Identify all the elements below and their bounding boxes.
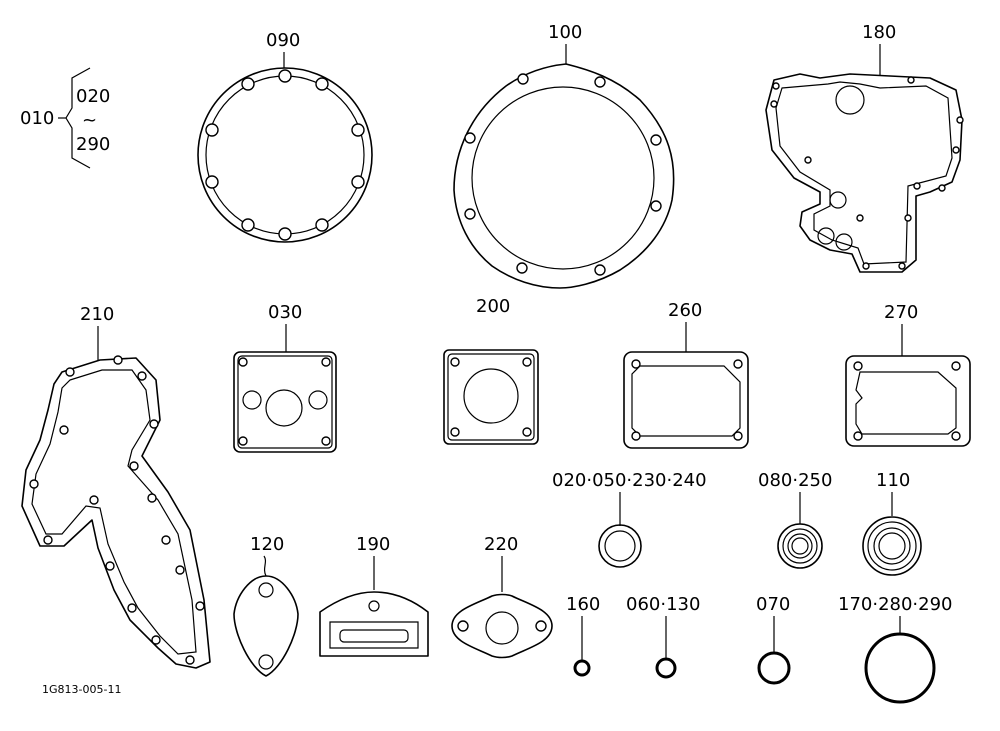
part-070-oring: 070 <box>756 594 791 685</box>
label-260: 260 <box>668 300 702 321</box>
part-110-seal: 110 <box>862 470 922 576</box>
label-220: 220 <box>484 534 518 555</box>
part-270-gasket: 270 <box>845 302 971 447</box>
part-120-gasket: 120 <box>233 534 299 677</box>
part-190-gasket: 190 <box>319 534 429 657</box>
part-160-oring: 160 <box>566 594 600 677</box>
drawing-reference-number: 1G813-005-11 <box>42 683 121 696</box>
part-060-130-oring: 060·130 <box>626 594 700 679</box>
part-100-bolt-holes <box>464 73 662 276</box>
label-020: 020 <box>76 86 110 107</box>
part-200-gasket: 200 <box>443 296 539 445</box>
part-020-050-230-240-washer: 020·050·230·240 <box>552 470 707 568</box>
part-180-bolt-holes <box>770 76 964 270</box>
label-270: 270 <box>884 302 918 323</box>
label-210: 210 <box>80 304 114 325</box>
part-220-gasket: 220 <box>451 534 553 659</box>
label-180: 180 <box>862 22 896 43</box>
part-180-gasket: 180 <box>765 22 964 273</box>
label-200: 200 <box>476 296 510 317</box>
part-range-bracket-010: 010 020 ~ 290 <box>20 67 110 169</box>
part-260-gasket: 260 <box>623 300 749 449</box>
label-060-130: 060·130 <box>626 594 700 615</box>
label-030: 030 <box>268 302 302 323</box>
label-090: 090 <box>266 30 300 51</box>
label-110: 110 <box>876 470 910 491</box>
label-070: 070 <box>756 594 790 615</box>
part-210-bolt-holes <box>29 355 205 665</box>
label-290: 290 <box>76 134 110 155</box>
label-160: 160 <box>566 594 600 615</box>
part-100-gasket: 100 <box>453 22 675 289</box>
label-190: 190 <box>356 534 390 555</box>
part-090-gasket: 090 <box>197 30 373 243</box>
part-080-250-seal: 080·250 <box>758 470 832 569</box>
part-170-280-290-oring: 170·280·290 <box>838 594 953 704</box>
label-120: 120 <box>250 534 284 555</box>
label-170-280-290: 170·280·290 <box>838 594 953 615</box>
label-tilde: ~ <box>82 110 97 131</box>
label-080-250: 080·250 <box>758 470 832 491</box>
label-010: 010 <box>20 108 54 129</box>
part-210-gasket: 210 <box>21 304 211 669</box>
label-100: 100 <box>548 22 582 43</box>
part-090-bolt-holes <box>205 69 365 241</box>
label-020-050-230-240: 020·050·230·240 <box>552 470 707 491</box>
part-030-gasket: 030 <box>233 302 337 453</box>
